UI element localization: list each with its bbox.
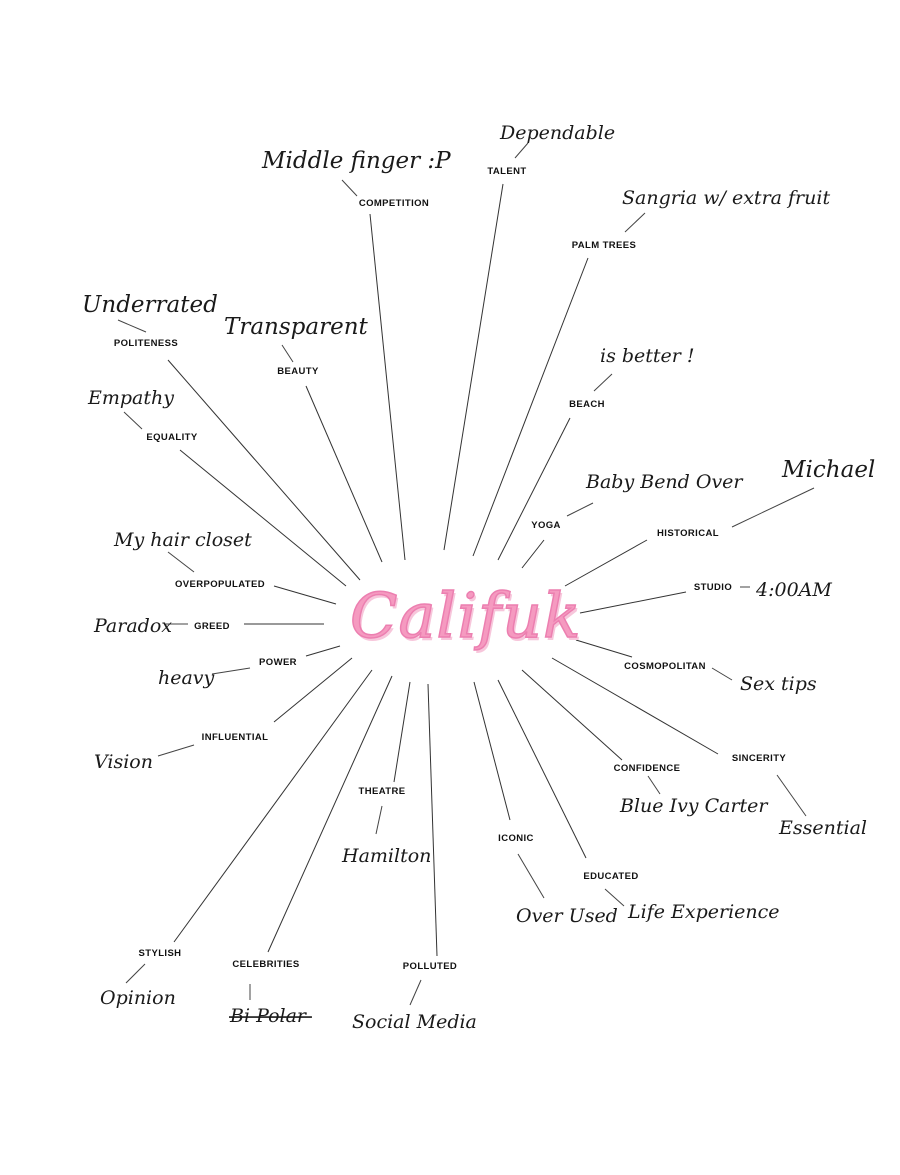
- branch-label-politeness: POLITENESS: [114, 338, 178, 349]
- branch-label-historical: HISTORICAL: [657, 528, 719, 539]
- note-stylish: Opinion: [100, 987, 176, 1009]
- connector-iconic: [517, 853, 545, 899]
- spoke-politeness: [167, 359, 361, 581]
- spoke-power: [305, 645, 341, 657]
- connector-educated: [604, 888, 625, 907]
- spoke-lines: [167, 183, 719, 957]
- connector-historical: [731, 487, 815, 528]
- connector-talent: [514, 142, 529, 159]
- spoke-talent: [443, 183, 504, 551]
- connector-palm-trees: [624, 212, 646, 233]
- connector-power: [211, 667, 251, 675]
- spoke-educated: [497, 679, 587, 859]
- spoke-confidence: [521, 669, 623, 761]
- note-celebrities: Bi Polar: [229, 1005, 308, 1027]
- branch-label-greed: GREED: [194, 621, 230, 632]
- branch-label-celebrities: CELEBRITIES: [232, 959, 299, 970]
- note-beauty: Transparent: [224, 314, 369, 340]
- spoke-cosmopolitan: [575, 639, 633, 658]
- branch-label-talent: TALENT: [487, 166, 526, 177]
- connector-theatre: [375, 805, 383, 835]
- note-equality: Empathy: [87, 387, 174, 409]
- branch-label-theatre: THEATRE: [359, 786, 406, 797]
- branch-label-beach: BEACH: [569, 399, 605, 410]
- connector-equality: [123, 411, 143, 430]
- spoke-beauty: [305, 385, 383, 563]
- connector-cosmopolitan: [711, 667, 733, 681]
- branch-label-confidence: CONFIDENCE: [614, 763, 681, 774]
- note-power: heavy: [158, 667, 215, 689]
- center-node: Califuk Califuk: [349, 578, 584, 655]
- note-educated: Life Experience: [627, 901, 780, 923]
- spoke-polluted: [427, 683, 438, 957]
- note-talent: Dependable: [499, 122, 615, 144]
- connector-stylish: [125, 963, 146, 984]
- branch-label-stylish: STYLISH: [139, 948, 182, 959]
- note-yoga: Baby Bend Over: [585, 471, 744, 493]
- connector-influential: [157, 744, 195, 757]
- connector-politeness: [117, 319, 147, 333]
- center-word-shadow: Califuk: [352, 582, 584, 655]
- note-theatre: Hamilton: [341, 845, 431, 867]
- branch-label-cosmopolitan: COSMOPOLITAN: [624, 661, 706, 672]
- branch-label-palm-trees: PALM TREES: [572, 240, 637, 251]
- connector-beach: [593, 373, 613, 392]
- branch-labels: COMPETITION TALENT PALM TREES POLITENESS BEA…: [114, 166, 786, 972]
- spoke-theatre: [393, 681, 411, 783]
- note-influential: Vision: [94, 751, 153, 773]
- branch-label-yoga: YOGA: [531, 520, 561, 531]
- connector-beauty: [281, 344, 294, 363]
- note-beach: is better !: [600, 345, 695, 367]
- branch-label-educated: EDUCATED: [583, 871, 638, 882]
- note-overpopulated: My hair closet: [113, 529, 252, 551]
- branch-label-polluted: POLLUTED: [403, 961, 457, 972]
- note-cosmopolitan: Sex tips: [740, 673, 817, 695]
- note-connector-lines: [117, 142, 815, 1006]
- spoke-yoga: [521, 539, 545, 569]
- branch-label-beauty: BEAUTY: [277, 366, 319, 377]
- spoke-competition: [369, 213, 406, 561]
- note-competition: Middle finger :P: [261, 148, 451, 174]
- connector-competition: [341, 179, 358, 197]
- note-polluted: Social Media: [352, 1011, 477, 1033]
- spoke-influential: [273, 657, 353, 723]
- spoke-stylish: [173, 669, 373, 943]
- connector-sincerity: [776, 774, 807, 817]
- spoke-iconic: [473, 681, 511, 821]
- branch-label-equality: EQUALITY: [146, 432, 197, 443]
- branch-label-sincerity: SINCERITY: [732, 753, 787, 764]
- connector-confidence: [647, 775, 661, 795]
- note-greed: Paradox: [93, 615, 172, 637]
- branch-label-iconic: ICONIC: [498, 833, 534, 844]
- note-sincerity: Essential: [778, 817, 867, 839]
- branch-label-overpopulated: OVERPOPULATED: [175, 579, 265, 590]
- note-iconic: Over Used: [516, 905, 618, 927]
- note-historical: Michael: [781, 457, 875, 483]
- connector-overpopulated: [167, 551, 195, 573]
- note-studio: 4:00AM: [755, 579, 832, 601]
- branch-label-power: POWER: [259, 657, 297, 668]
- spoke-palm-trees: [472, 257, 589, 557]
- spoke-equality: [179, 449, 347, 587]
- note-palm-trees: Sangria w/ extra fruit: [622, 187, 830, 209]
- branch-label-competition: COMPETITION: [359, 198, 429, 209]
- spoke-overpopulated: [273, 585, 337, 605]
- spoke-celebrities: [267, 675, 393, 953]
- spoke-historical: [564, 539, 648, 587]
- note-politeness: Underrated: [82, 292, 218, 318]
- note-confidence: Blue Ivy Carter: [619, 795, 769, 817]
- center-word: Califuk: [350, 579, 582, 652]
- spoke-beach: [497, 417, 571, 561]
- branch-label-influential: INFLUENTIAL: [202, 732, 269, 743]
- connector-yoga: [566, 502, 594, 517]
- spoke-sincerity: [551, 657, 719, 755]
- spoke-studio: [579, 591, 687, 614]
- connector-polluted: [409, 979, 422, 1006]
- branch-label-studio: STUDIO: [694, 582, 732, 593]
